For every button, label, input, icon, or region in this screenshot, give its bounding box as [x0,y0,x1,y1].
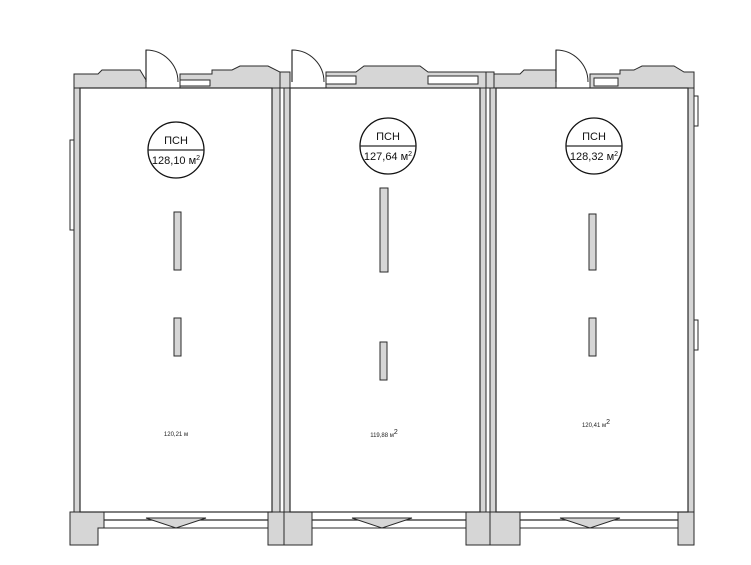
unit-badge-3: ПСН 128,32 м2 [565,117,623,175]
unit-total-area: 128,32 м2 [570,151,618,163]
room-area-2: 119,88 м2 [370,429,398,439]
room-area-1: 120,21 м [164,432,188,438]
column [379,341,388,381]
unit-type-label: ПСН [582,131,606,143]
column [379,187,389,273]
unit-3-walls [485,49,699,546]
unit-total-area: 128,10 м2 [152,155,200,167]
column [588,213,597,271]
unit-type-label: ПСН [376,131,400,143]
unit-type-label: ПСН [164,135,188,147]
unit-total-area: 127,64 м2 [364,151,412,163]
column [173,211,182,271]
room-area-3: 120,41 м2 [582,419,610,429]
unit-badge-2: ПСН 127,64 м2 [359,117,417,175]
unit-2-walls [279,49,491,546]
unit-badge-1: ПСН 128,10 м2 [147,121,205,179]
unit-1-walls [69,49,285,546]
column [588,317,597,357]
column [173,317,182,357]
